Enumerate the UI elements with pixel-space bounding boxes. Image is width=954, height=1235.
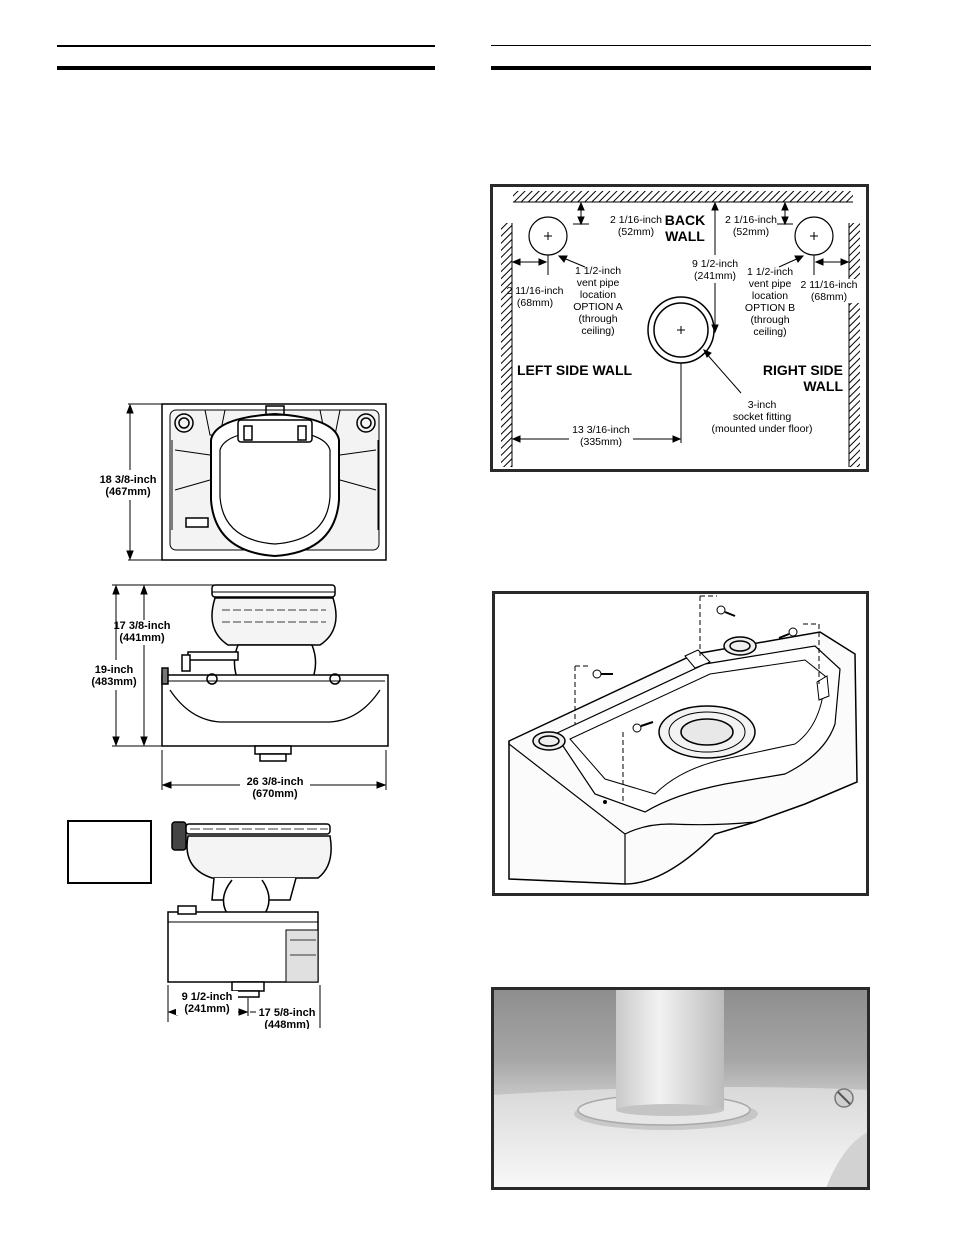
- right-back-offset-inch: 2 1/16-inch: [725, 214, 777, 226]
- top-view-drawing: [161, 403, 387, 561]
- center-offset-inch: 9 1/2-inch: [691, 258, 739, 270]
- left-header-rule-top: [57, 45, 435, 47]
- vent-b-line3: location: [751, 290, 789, 302]
- socket-inner-circle: [653, 302, 709, 358]
- bottom-offset-inch: 13 3/16-inch: [572, 424, 630, 436]
- side-offset-mm: (241mm): [184, 1003, 230, 1015]
- side-depth-mm: (448mm): [264, 1019, 310, 1029]
- base-isometric-drawing: [508, 595, 858, 885]
- right-wall-hatch: [849, 223, 860, 467]
- right-back-offset-label: 2 1/16-inch (52mm): [719, 214, 783, 238]
- left-side-offset-label: 2 11/16-inch (68mm): [503, 285, 567, 309]
- front-bowl-height-label: 17 3/8-inch (441mm): [108, 620, 176, 644]
- left-back-offset-mm: (52mm): [617, 226, 655, 238]
- front-total-height-inch: 19-inch: [94, 664, 134, 676]
- vent-a-line5: (through: [578, 313, 618, 325]
- left-back-offset-label: 2 1/16-inch (52mm): [603, 214, 669, 238]
- dimension-drawings: [112, 403, 389, 1028]
- base-mounting-figure: [492, 591, 869, 896]
- front-width-inch: 26 3/8-inch: [246, 776, 304, 788]
- top-view-depth-inch: 18 3/8-inch: [99, 474, 157, 486]
- side-depth-inch: 17 5/8-inch: [258, 1007, 316, 1019]
- right-side-offset-inch: 2 11/16-inch: [800, 279, 858, 291]
- right-side-offset-mm: (68mm): [810, 291, 848, 303]
- front-bowl-height-inch: 17 3/8-inch: [113, 620, 171, 632]
- back-wall-line1: BACK: [664, 212, 706, 228]
- vent-b-line2: vent pipe: [748, 278, 792, 290]
- front-width-label: 26 3/8-inch (670mm): [240, 776, 310, 800]
- back-wall-hatch: [513, 191, 853, 202]
- vent-a-line4: OPTION A: [573, 301, 623, 313]
- vent-a-line1: 1 1/2-inch: [574, 265, 622, 277]
- vent-a-line6: ceiling): [581, 325, 615, 337]
- front-view-drawing: [161, 584, 389, 762]
- front-total-height-label: 19-inch (483mm): [84, 664, 144, 688]
- right-header-rule-top: [491, 45, 871, 46]
- left-wall-hatch: [501, 223, 512, 467]
- vent-b-line5: (through: [750, 314, 790, 326]
- front-bowl-height-mm: (441mm): [119, 632, 165, 644]
- reference-note-box: [67, 820, 152, 884]
- socket-line3: (mounted under floor): [711, 423, 813, 435]
- vent-a-line2: vent pipe: [576, 277, 620, 289]
- left-side-offset-mm: (68mm): [516, 297, 554, 309]
- right-wall-label: RIGHT SIDE WALL: [755, 362, 843, 394]
- side-depth-label: 17 5/8-inch (448mm): [256, 1007, 318, 1029]
- right-back-offset-mm: (52mm): [732, 226, 770, 238]
- right-wall-line2: WALL: [803, 378, 843, 394]
- vent-b-label: 1 1/2-inch vent pipe location OPTION B (…: [739, 266, 801, 338]
- right-header-rule-bottom: [491, 66, 871, 70]
- socket-line1: 3-inch: [747, 399, 777, 411]
- back-wall-label: BACK WALL: [657, 212, 713, 244]
- vent-b-line1: 1 1/2-inch: [746, 266, 794, 278]
- side-view-drawing: [167, 821, 332, 998]
- center-offset-label: 9 1/2-inch (241mm): [685, 258, 745, 282]
- front-total-height-mm: (483mm): [91, 676, 137, 688]
- side-offset-label: 9 1/2-inch (241mm): [176, 991, 238, 1015]
- dimension-figure: 18 3/8-inch (467mm) 17 3/8-inch (441mm) …: [0, 0, 470, 1235]
- vent-b-line6: ceiling): [753, 326, 787, 338]
- top-view-dimension: [126, 403, 162, 561]
- center-offset-mm: (241mm): [693, 270, 736, 282]
- top-view-depth-mm: (467mm): [105, 486, 151, 498]
- photo-illustration: [494, 990, 867, 1187]
- left-wall-label: LEFT SIDE WALL: [517, 362, 633, 378]
- top-view-depth-label: 18 3/8-inch (467mm): [98, 474, 158, 498]
- back-wall-line2: WALL: [665, 228, 705, 244]
- socket-line2: socket fitting: [732, 411, 792, 423]
- floor-plan-figure: 2 1/16-inch (52mm) BACK WALL 2 1/16-inch…: [490, 184, 869, 472]
- vent-b-line4: OPTION B: [744, 302, 796, 314]
- bottom-offset-mm: (335mm): [579, 436, 622, 448]
- front-width-mm: (670mm): [252, 788, 298, 800]
- right-side-offset-label: 2 11/16-inch (68mm): [797, 279, 861, 303]
- pipe-seal-photo: [491, 987, 870, 1190]
- vent-a-line3: location: [579, 289, 617, 301]
- side-offset-inch: 9 1/2-inch: [181, 991, 233, 1003]
- floor-plan-drawing: [501, 191, 860, 467]
- left-side-offset-inch: 2 11/16-inch: [506, 285, 564, 297]
- right-wall-line1: RIGHT SIDE: [762, 362, 843, 378]
- vent-a-label: 1 1/2-inch vent pipe location OPTION A (…: [567, 265, 629, 337]
- socket-label: 3-inch socket fitting (mounted under flo…: [707, 399, 817, 435]
- left-back-offset-inch: 2 1/16-inch: [610, 214, 662, 226]
- bottom-offset-label: 13 3/16-inch (335mm): [569, 424, 633, 448]
- left-header-rule-bottom: [57, 66, 435, 70]
